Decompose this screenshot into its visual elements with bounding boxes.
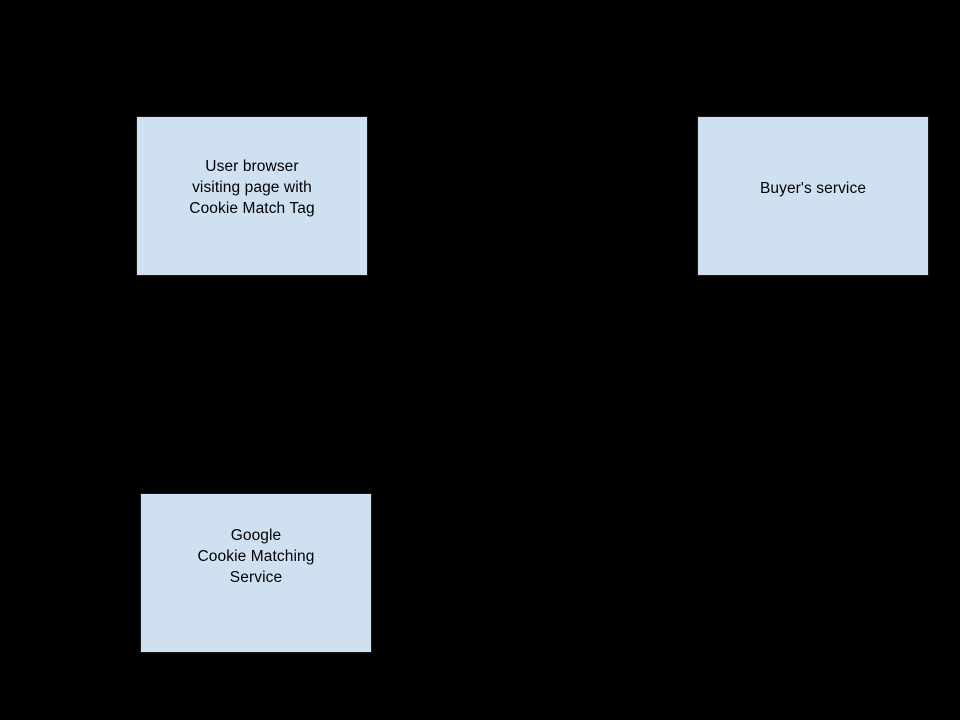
node-user-browser-label: User browser visiting page with Cookie M…	[189, 157, 315, 217]
node-google-cookie-matching-service-label: Google Cookie Matching Service	[197, 526, 315, 586]
node-google-cookie-matching-service[interactable]: Google Cookie Matching Service	[140, 493, 372, 653]
node-buyers-service[interactable]: Buyer's service	[697, 116, 929, 276]
node-user-browser[interactable]: User browser visiting page with Cookie M…	[136, 116, 368, 276]
node-buyers-service-label: Buyer's service	[759, 179, 867, 197]
